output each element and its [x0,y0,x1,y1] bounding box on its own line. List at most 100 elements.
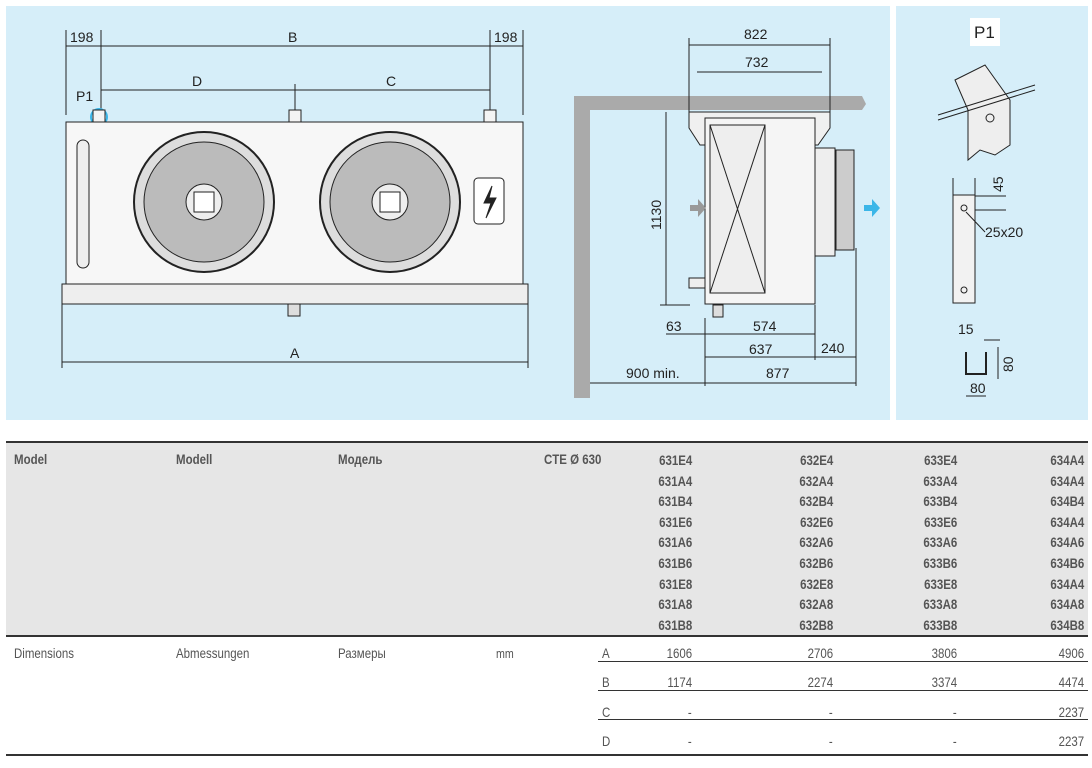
model-code: 634A4 [1050,452,1084,468]
model-code: 633B4 [923,493,957,510]
model-code: 632A8 [799,596,833,613]
dimension-value: 3806 [931,645,957,661]
technical-drawing: 198 B 198 D C P1 A 822 732 [61,18,1036,398]
model-code: 632A4 [799,472,833,489]
model-code: 634A4 [1050,575,1084,592]
fan-right [319,131,461,273]
fan-left [133,131,275,273]
model-code: 633A4 [923,472,957,489]
model-code: 632B4 [799,493,833,510]
model-code: 633E4 [923,452,957,468]
dim-c: C [386,73,396,89]
header-model-ru: Модель [338,451,383,467]
model-code: 634A4 [1050,513,1084,530]
front-view: 198 B 198 D C P1 A [61,29,529,368]
model-code: 634A6 [1050,534,1084,551]
model-column-3: 633E4 633A4 633B4 633E6 633A6 633B6 633E8 633A8… [923,450,957,635]
detail-title: P1 [974,23,995,42]
model-code: 633B8 [923,616,957,633]
model-code: 634B6 [1050,554,1084,571]
dim-240: 240 [821,340,845,356]
model-code: 631A6 [658,534,692,551]
detail-ref-p1: P1 [76,88,93,104]
dim-1130: 1130 [648,200,664,230]
dimension-value: 2237 [1058,703,1084,720]
model-code: 631B4 [658,493,692,510]
dimension-value: 3374 [931,674,957,691]
dimensions-label-ru: Размеры [338,645,386,661]
dim-right-offset: 198 [494,29,518,45]
dimension-key: D [602,732,611,749]
model-column-4: 634A4 634A4 634B4 634A4 634A6 634B6 634A4 634A8… [1050,450,1084,635]
dimension-key: A [602,645,610,661]
model-code: 631A8 [658,596,692,613]
dim-637: 637 [749,341,773,357]
airflow-out-arrow [864,199,880,217]
dimension-key: C [602,703,611,720]
dimensions-section: Dimensions Abmessungen Размеры mm A 1606 2… [6,637,1088,756]
model-code: 633E6 [923,513,957,530]
model-code: 631E4 [658,452,692,468]
dim-822: 822 [744,26,768,42]
model-code: 631E6 [658,513,692,530]
header-model-de: Modell [176,451,213,467]
model-column-2: 632E4 632A4 632B4 632E6 632A6 632B6 632E8 632A8… [799,450,833,635]
detail-p1: P1 45 25x20 15 80 80 [937,18,1036,397]
dim-63: 63 [666,318,682,334]
dimensions-table: Model Modell Модель CTE Ø 630 631E4 631A4… [6,441,1088,756]
dimensions-unit: mm [496,646,514,661]
model-code: 631E8 [658,575,692,592]
dim-574: 574 [753,318,777,334]
model-code: 634A4 [1050,472,1084,489]
model-code: 633A8 [923,596,957,613]
dimension-value: 4906 [1058,645,1084,661]
side-view: 822 732 1130 63 574 637 240 900 min. 877 [574,26,880,398]
dimension-value: - [953,732,957,749]
dimension-value: - [829,732,833,749]
dimension-value: 4474 [1058,674,1084,691]
dimension-value: 2706 [807,645,833,661]
model-code: 633B6 [923,554,957,571]
model-code: 634A8 [1050,596,1084,613]
dim-900-min: 900 min. [626,365,680,381]
model-column-1: 631E4 631A4 631B4 631E6 631A6 631B6 631E8 631A8… [658,450,692,635]
dimensions-label-en: Dimensions [14,645,74,661]
dimension-value: 1174 [667,674,692,691]
model-code: 634B4 [1050,493,1084,510]
dim-a: A [290,345,300,361]
model-code: 632B6 [799,554,833,571]
dimension-value: - [688,703,692,720]
model-code: 632E4 [799,452,833,468]
dim-b: B [288,29,297,45]
dim-25x20: 25x20 [985,224,1023,240]
dimension-key: B [602,674,610,691]
dim-left-offset: 198 [70,29,94,45]
dimension-value: - [688,732,692,749]
model-code: 631A4 [658,472,692,489]
dimension-value: - [829,703,833,720]
model-code: 632B8 [799,616,833,633]
dim-80-width: 80 [970,380,986,396]
dimension-value: - [953,703,957,720]
model-code: 632E8 [799,575,833,592]
dimensions-label-de: Abmessungen [176,645,250,661]
model-code: 633A6 [923,534,957,551]
model-code: 631B6 [658,554,692,571]
dimension-value: 2237 [1058,732,1084,749]
dim-877: 877 [766,365,790,381]
model-code: 632E6 [799,513,833,530]
header-series: CTE Ø 630 [544,451,602,467]
model-code: 634B8 [1050,616,1084,633]
dim-15: 15 [958,321,974,337]
model-code: 632A6 [799,534,833,551]
dim-45: 45 [990,176,1006,192]
dim-80-height: 80 [1000,356,1016,372]
dim-d: D [192,73,202,89]
dimension-value: 2274 [807,674,833,691]
model-header-row: Model Modell Модель CTE Ø 630 631E4 631A4… [6,441,1088,637]
model-code: 633E8 [923,575,957,592]
model-code: 631B8 [658,616,692,633]
dim-732: 732 [745,54,769,70]
dimension-value: 1606 [666,645,692,661]
header-model-en: Model [14,451,48,467]
